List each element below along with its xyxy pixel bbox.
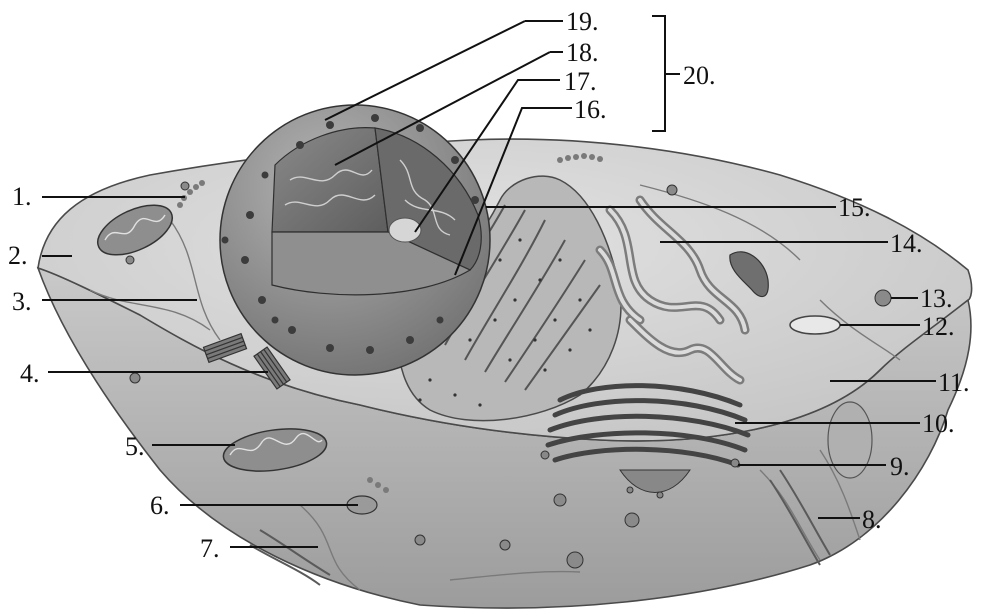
nucleus <box>220 105 490 375</box>
label-17: 17. <box>564 67 597 96</box>
cell-bulge <box>828 402 872 478</box>
label-15: 15. <box>838 193 871 222</box>
label-13: 13. <box>920 284 953 313</box>
label-4: 4. <box>20 359 40 388</box>
label-18: 18. <box>566 38 599 67</box>
label-9: 9. <box>890 452 910 481</box>
label-7: 7. <box>200 534 220 563</box>
label-14: 14. <box>890 229 923 258</box>
label-2: 2. <box>8 241 28 270</box>
label-20: 20. <box>683 61 716 90</box>
label-10: 10. <box>922 409 955 438</box>
vacuole <box>790 316 840 334</box>
label-6: 6. <box>150 491 170 520</box>
vesicle-13 <box>875 290 891 306</box>
label-3: 3. <box>12 287 32 316</box>
label-19: 19. <box>566 7 599 36</box>
label-11: 11. <box>938 368 970 397</box>
label-5: 5. <box>125 432 145 461</box>
label-8: 8. <box>862 505 882 534</box>
label-1: 1. <box>12 182 32 211</box>
label-12: 12. <box>922 312 955 341</box>
label-16: 16. <box>574 95 607 124</box>
